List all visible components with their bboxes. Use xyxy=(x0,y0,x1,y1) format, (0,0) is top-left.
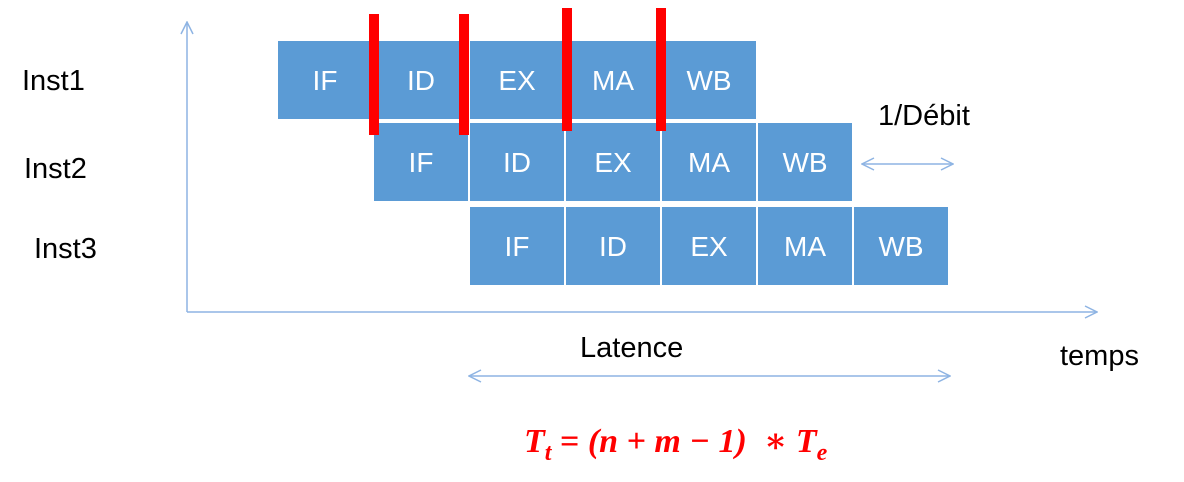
throughput-label: 1/Débit xyxy=(878,100,970,132)
stage-if-inst2: IF xyxy=(372,121,470,203)
stage-label: WB xyxy=(782,147,827,178)
stage-label: ID xyxy=(599,231,627,262)
stage-ma-inst3: MA xyxy=(756,205,854,287)
formula: Tt = (n + m − 1) ∗ Te xyxy=(524,423,828,466)
stage-box xyxy=(756,205,854,287)
stage-label: IF xyxy=(409,147,434,178)
register-bar-ma-wb xyxy=(656,8,666,131)
stage-box xyxy=(468,205,566,287)
stage-id-inst2: ID xyxy=(468,121,566,203)
time-axis-label: temps xyxy=(1060,340,1139,372)
stage-ex-inst2: EX xyxy=(564,121,662,203)
formula-equals: = xyxy=(551,423,587,460)
stage-ma-inst1: MA xyxy=(564,39,662,121)
pipeline-registers xyxy=(369,8,666,135)
stage-label: MA xyxy=(592,65,634,96)
formula-lhs: T xyxy=(524,423,546,460)
stage-label: WB xyxy=(686,65,731,96)
stage-box xyxy=(372,121,470,203)
stage-ex-inst3: EX xyxy=(660,205,758,287)
formula-middle: (n + m − 1) xyxy=(588,423,747,460)
stage-label: MA xyxy=(688,147,730,178)
register-bar-id-ex xyxy=(459,14,469,135)
stage-box xyxy=(852,205,950,287)
stage-label: WB xyxy=(878,231,923,262)
stage-label: MA xyxy=(784,231,826,262)
stage-wb-inst1: WB xyxy=(660,39,758,121)
stage-box xyxy=(564,205,662,287)
stage-box xyxy=(756,121,854,203)
latency-label: Latence xyxy=(580,332,683,364)
stage-box xyxy=(660,39,758,121)
stage-if-inst3: IF xyxy=(468,205,566,287)
register-bar-ex-ma xyxy=(562,8,572,131)
pipeline-stages: IF ID EX MA WB IF ID EX MA WB IF ID EX MA WB xyxy=(276,39,950,287)
formula-rhs-sub: e xyxy=(817,440,828,466)
stage-label: EX xyxy=(498,65,536,96)
stage-label: ID xyxy=(407,65,435,96)
stage-id-inst3: ID xyxy=(564,205,662,287)
stage-wb-inst3: WB xyxy=(852,205,950,287)
stage-label: ID xyxy=(503,147,531,178)
stage-wb-inst2: WB xyxy=(756,121,854,203)
register-bar-if-id xyxy=(369,14,379,135)
formula-rhs: T xyxy=(796,423,818,460)
inst2-label: Inst2 xyxy=(24,153,87,185)
stage-label: EX xyxy=(690,231,728,262)
stage-label: IF xyxy=(505,231,530,262)
inst3-label: Inst3 xyxy=(34,233,97,265)
stage-id-inst1: ID xyxy=(372,39,470,121)
stage-ex-inst1: EX xyxy=(468,39,566,121)
stage-box xyxy=(564,121,662,203)
formula-lhs-sub: t xyxy=(545,440,553,466)
stage-box xyxy=(564,39,662,121)
stage-ma-inst2: MA xyxy=(660,121,758,203)
formula-times: ∗ xyxy=(747,423,796,460)
stage-label: IF xyxy=(313,65,338,96)
stage-label: EX xyxy=(594,147,632,178)
stage-if-inst1: IF xyxy=(276,39,374,121)
inst1-label: Inst1 xyxy=(22,65,85,97)
